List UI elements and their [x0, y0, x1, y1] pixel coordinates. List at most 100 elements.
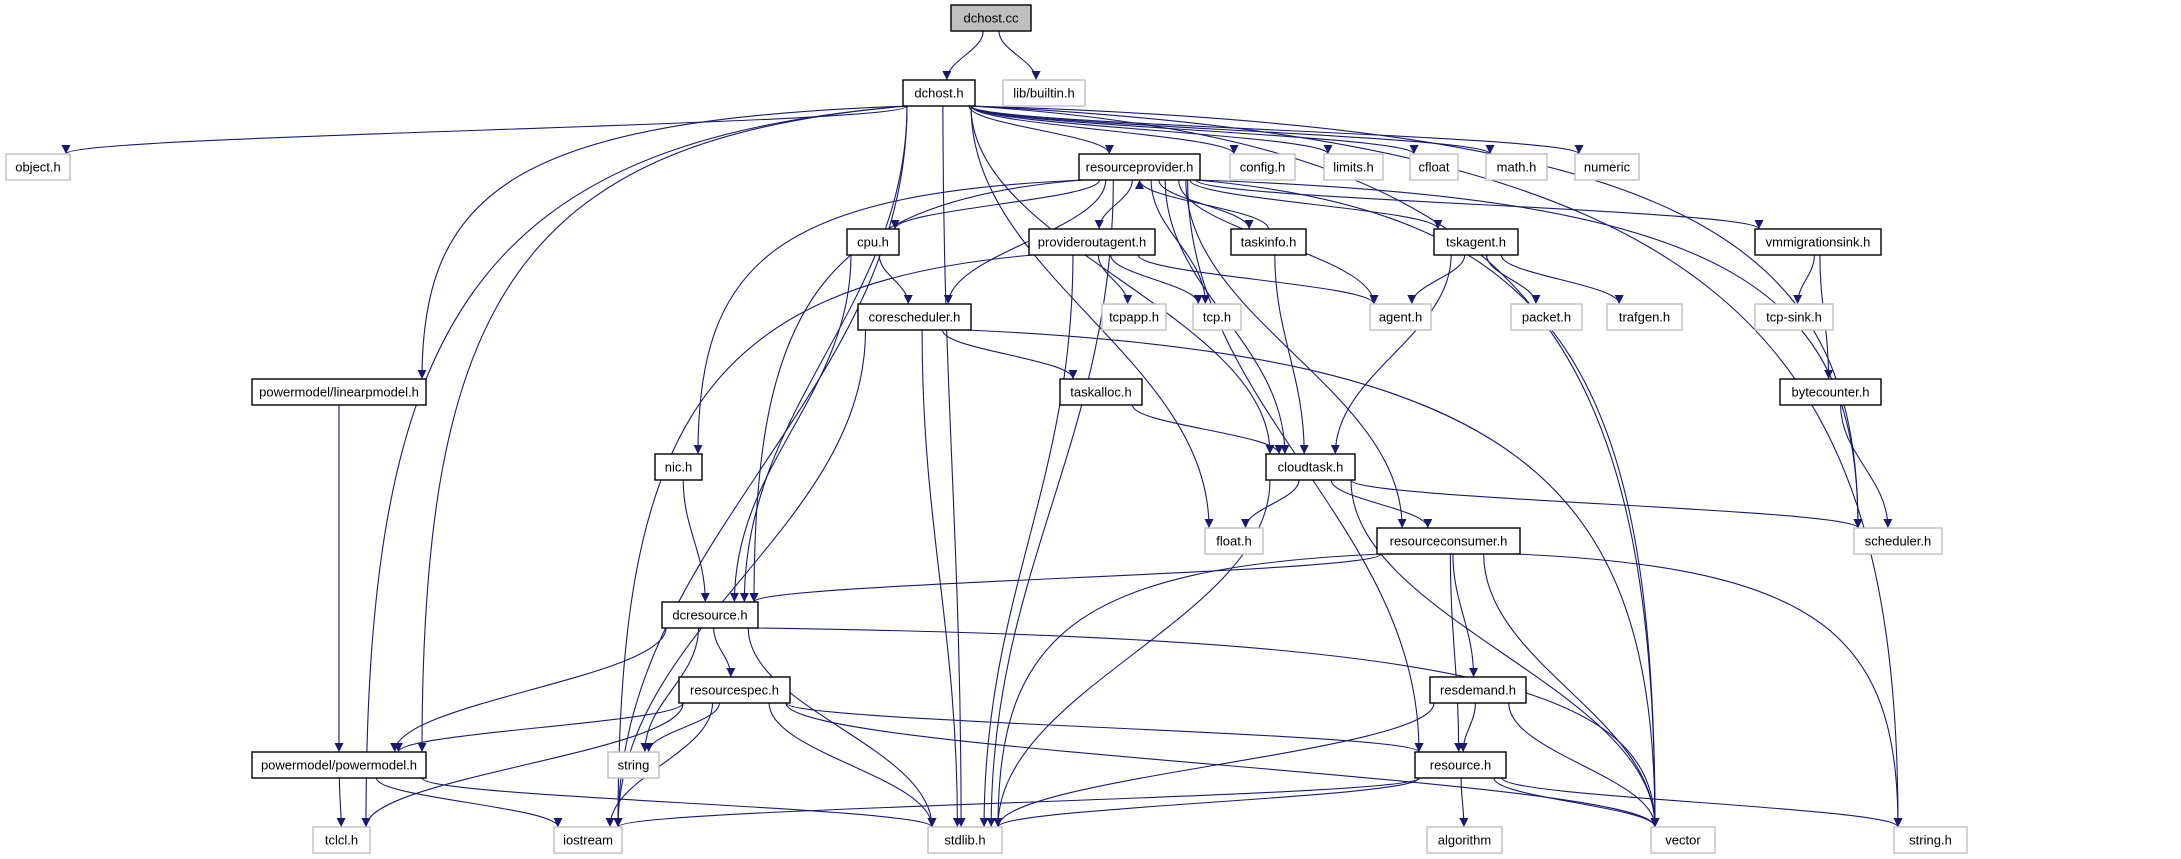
node-box[interactable]	[1323, 153, 1384, 181]
node-box[interactable]	[1204, 527, 1264, 555]
node-box[interactable]	[1376, 527, 1521, 555]
node-box[interactable]	[1426, 826, 1503, 854]
node-packet-h[interactable]: packet.h	[1510, 303, 1583, 331]
node-label: tcp-sink.h	[1766, 310, 1822, 325]
node-tcp-h[interactable]: tcp.h	[1192, 303, 1242, 331]
node-provideroutagent[interactable]: provideroutagent.h	[1028, 228, 1156, 256]
node-box[interactable]	[1229, 153, 1296, 181]
node-object-h[interactable]: object.h	[5, 153, 71, 181]
node-limits-h[interactable]: limits.h	[1323, 153, 1384, 181]
node-nic-h[interactable]: nic.h	[654, 453, 703, 481]
node-agent-h[interactable]: agent.h	[1369, 303, 1432, 331]
node-label: corescheduler.h	[869, 310, 961, 325]
edge-corescheduler-to-stdlib	[921, 329, 962, 828]
node-box[interactable]	[654, 453, 703, 481]
node-scheduler[interactable]: scheduler.h	[1853, 527, 1943, 555]
edge-dcresource-to-vector	[753, 627, 1660, 828]
node-powermodel[interactable]: powermodel/powermodel.h	[251, 751, 427, 779]
node-label: dchost.h	[914, 86, 963, 101]
node-box[interactable]	[661, 601, 759, 629]
node-iostream[interactable]: iostream	[553, 826, 623, 854]
node-lib-builtin[interactable]: lib/builtin.h	[1002, 79, 1086, 107]
node-box[interactable]	[1606, 303, 1683, 331]
node-taskinfo[interactable]: taskinfo.h	[1230, 228, 1307, 256]
node-box[interactable]	[1409, 153, 1459, 181]
node-box[interactable]	[5, 153, 71, 181]
node-box[interactable]	[1078, 153, 1201, 181]
node-box[interactable]	[251, 378, 427, 406]
node-box[interactable]	[857, 303, 972, 331]
node-config-h[interactable]: config.h	[1229, 153, 1296, 181]
node-box[interactable]	[950, 4, 1032, 32]
node-box[interactable]	[1101, 303, 1167, 331]
node-string-h[interactable]: string.h	[1893, 826, 1968, 854]
node-linearpmodel[interactable]: powermodel/linearpmodel.h	[251, 378, 427, 406]
node-algorithm[interactable]: algorithm	[1426, 826, 1503, 854]
node-corescheduler[interactable]: corescheduler.h	[857, 303, 972, 331]
node-box[interactable]	[1028, 228, 1156, 256]
node-box[interactable]	[1002, 79, 1086, 107]
node-box[interactable]	[251, 751, 427, 779]
node-box[interactable]	[1853, 527, 1943, 555]
node-box[interactable]	[1429, 676, 1527, 704]
node-box[interactable]	[1510, 303, 1583, 331]
edge-dchost_h-to-cfloat	[970, 105, 1419, 155]
node-vmmigrationsink[interactable]: vmmigrationsink.h	[1754, 228, 1882, 256]
edge-dchost_h-to-string_h	[970, 105, 1903, 828]
node-box[interactable]	[553, 826, 623, 854]
node-box[interactable]	[607, 751, 660, 779]
edge-dchost_h-to-scheduler	[970, 105, 1863, 529]
node-box[interactable]	[846, 228, 900, 256]
node-box[interactable]	[1754, 303, 1834, 331]
edge-tskagent-to-trafgen	[1500, 254, 1624, 305]
node-box[interactable]	[1485, 153, 1548, 181]
node-dchost-cc[interactable]: dchost.cc	[950, 4, 1032, 32]
node-stdlib[interactable]: stdlib.h	[927, 826, 1003, 854]
edge-provideroutagent-to-stdlib	[979, 254, 1074, 828]
node-box[interactable]	[1779, 378, 1882, 406]
node-cloudtask[interactable]: cloudtask.h	[1265, 453, 1356, 481]
node-box[interactable]	[1433, 228, 1519, 256]
node-cpu-h[interactable]: cpu.h	[846, 228, 900, 256]
node-label: object.h	[15, 160, 61, 175]
node-resdemand[interactable]: resdemand.h	[1429, 676, 1527, 704]
node-box[interactable]	[1192, 303, 1242, 331]
node-box[interactable]	[1059, 378, 1143, 406]
edge-cpu_h-to-corescheduler	[878, 254, 913, 305]
node-resourcespec[interactable]: resourcespec.h	[678, 676, 791, 704]
edge-resourcespec-to-vector	[785, 702, 1660, 828]
node-numeric[interactable]: numeric	[1574, 153, 1640, 181]
node-box[interactable]	[1754, 228, 1882, 256]
node-tclcl[interactable]: tclcl.h	[312, 826, 371, 854]
node-box[interactable]	[1650, 826, 1716, 854]
node-tcpsink[interactable]: tcp-sink.h	[1754, 303, 1834, 331]
node-dchost-h[interactable]: dchost.h	[902, 79, 976, 107]
node-box[interactable]	[902, 79, 976, 107]
edge-resdemand-to-resource_h	[1458, 702, 1476, 753]
node-box[interactable]	[927, 826, 1003, 854]
node-box[interactable]	[678, 676, 791, 704]
node-float-h[interactable]: float.h	[1204, 527, 1264, 555]
node-trafgen[interactable]: trafgen.h	[1606, 303, 1683, 331]
node-box[interactable]	[1893, 826, 1968, 854]
node-resource-h[interactable]: resource.h	[1414, 751, 1507, 779]
node-string[interactable]: string	[607, 751, 660, 779]
node-box[interactable]	[1574, 153, 1640, 181]
node-tskagent[interactable]: tskagent.h	[1433, 228, 1519, 256]
node-dcresource[interactable]: dcresource.h	[661, 601, 759, 629]
node-box[interactable]	[1369, 303, 1432, 331]
node-box[interactable]	[1230, 228, 1307, 256]
node-box[interactable]	[312, 826, 371, 854]
node-bytecounter[interactable]: bytecounter.h	[1779, 378, 1882, 406]
node-box[interactable]	[1265, 453, 1356, 481]
node-box[interactable]	[1414, 751, 1507, 779]
node-math-h[interactable]: math.h	[1485, 153, 1548, 181]
edge-provideroutagent-to-agent_h	[1137, 254, 1379, 305]
node-resourceconsumer[interactable]: resourceconsumer.h	[1376, 527, 1521, 555]
node-resourceprovider[interactable]: resourceprovider.h	[1078, 153, 1201, 181]
node-vector[interactable]: vector	[1650, 826, 1716, 854]
node-taskalloc[interactable]: taskalloc.h	[1059, 378, 1143, 406]
node-cfloat[interactable]: cfloat	[1409, 153, 1459, 181]
node-tcpapp[interactable]: tcpapp.h	[1101, 303, 1167, 331]
edge-resourceconsumer-to-stdlib	[993, 553, 1382, 828]
